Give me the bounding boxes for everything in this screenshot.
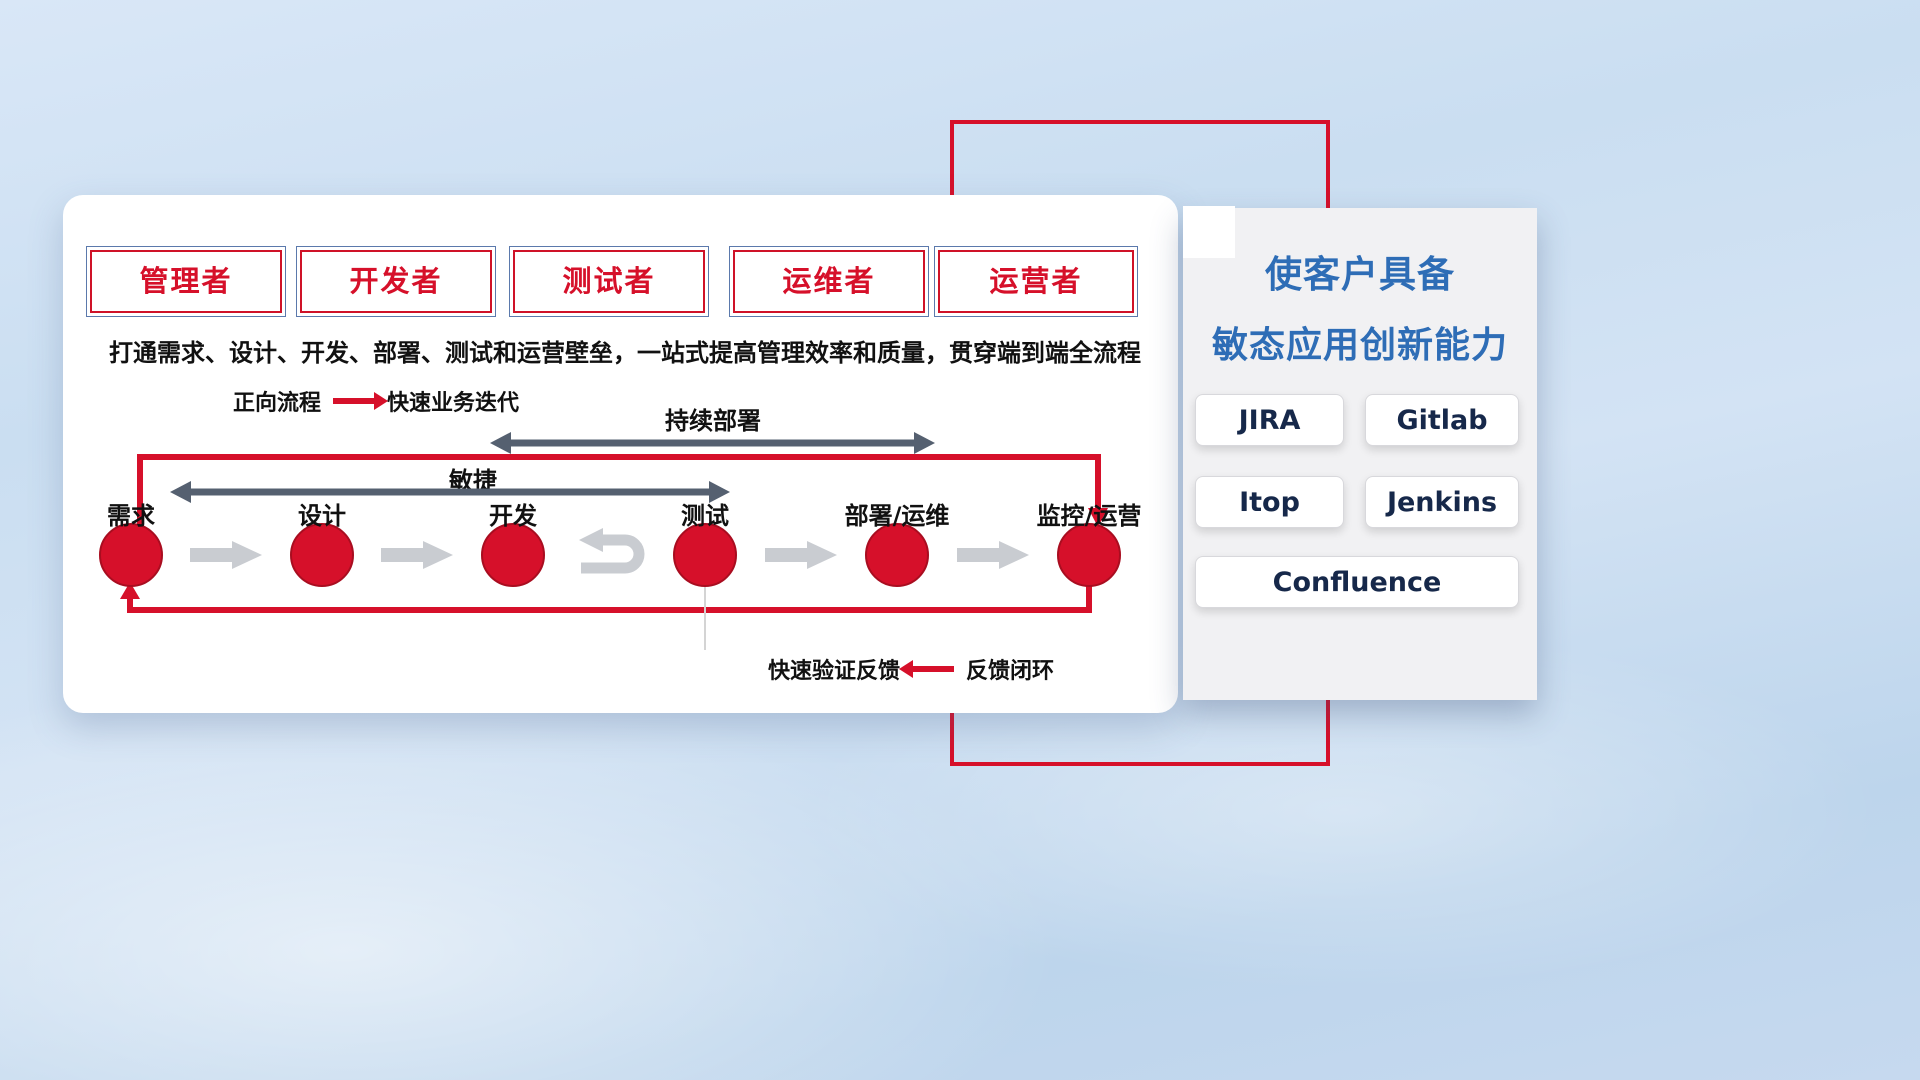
stage-node — [865, 523, 929, 587]
role-box-tester: 测试者 — [509, 246, 709, 317]
tools-panel-title-line1: 使客户具备 — [1265, 253, 1455, 296]
forward-loop-line — [137, 454, 1108, 527]
flow-subtitle: 打通需求、设计、开发、部署、测试和运营壁垒，一站式提高管理效率和质量，贯穿端到端… — [109, 339, 1141, 367]
role-label: 运维者 — [782, 264, 876, 298]
stage-label-design: 设计 — [298, 502, 346, 530]
tool-box-jenkins: Jenkins — [1365, 476, 1519, 528]
devops-flow-panel: 管理者 开发者 测试者 运维者 运营者 打通需求、设计、开发、部署、测试和运营壁… — [63, 195, 1178, 713]
role-label: 开发者 — [349, 264, 443, 298]
role-box-operator: 运营者 — [934, 246, 1138, 317]
tool-box-jira: JIRA — [1195, 394, 1344, 446]
agile-arrow — [170, 481, 730, 503]
corner-accent — [1183, 206, 1235, 258]
stage-label-develop: 开发 — [489, 502, 537, 530]
stage-node — [290, 523, 354, 587]
stage-label-deploy-ops: 部署/运维 — [844, 502, 950, 530]
feedback-loop-line — [120, 582, 1092, 613]
role-label: 运营者 — [989, 264, 1083, 298]
tools-panel-title-line2: 敏态应用创新能力 — [1211, 325, 1508, 366]
feedback-legend-desc: 反馈闭环 — [966, 659, 1055, 684]
stage-label-demand: 需求 — [107, 502, 155, 530]
iteration-arrow-icon — [579, 528, 645, 574]
forward-legend: 正向流程 快速业务迭代 — [233, 385, 519, 417]
stage-node — [673, 523, 737, 587]
stage-node — [99, 523, 163, 587]
role-box-ops: 运维者 — [729, 246, 929, 317]
role-box-manager: 管理者 — [86, 246, 286, 317]
forward-arrow-icon — [333, 392, 389, 410]
stage-node — [481, 523, 545, 587]
stage-connector-arrows — [190, 541, 1029, 569]
role-box-developer: 开发者 — [296, 246, 496, 317]
continuous-deploy-arrow — [490, 432, 935, 454]
connector-arrow-icon — [957, 541, 1029, 569]
tool-box-confluence: Confluence — [1195, 556, 1519, 608]
forward-legend-label: 正向流程 — [233, 391, 322, 416]
tools-panel: 使客户具备 敏态应用创新能力 JIRA Gitlab Itop Jenkins … — [1183, 208, 1537, 700]
connector-arrow-icon — [381, 541, 453, 569]
connector-arrow-icon — [190, 541, 262, 569]
stage-label-monitor-operation: 监控/运营 — [1036, 502, 1142, 530]
flow-diagram — [99, 432, 1121, 650]
stage-node — [1057, 523, 1121, 587]
forward-legend-desc: 快速业务迭代 — [387, 391, 520, 416]
stage-label-test: 测试 — [681, 502, 729, 530]
tool-box-itop: Itop — [1195, 476, 1344, 528]
role-label: 测试者 — [562, 264, 656, 298]
feedback-legend: 快速验证反馈 反馈闭环 — [768, 653, 1054, 685]
continuous-deploy-label: 持续部署 — [665, 407, 761, 435]
role-label: 管理者 — [139, 264, 233, 298]
feedback-legend-label: 快速验证反馈 — [768, 659, 901, 684]
feedback-arrow-icon — [899, 660, 955, 678]
connector-arrow-icon — [765, 541, 837, 569]
tool-box-gitlab: Gitlab — [1365, 394, 1519, 446]
stage-nodes — [99, 523, 1121, 587]
